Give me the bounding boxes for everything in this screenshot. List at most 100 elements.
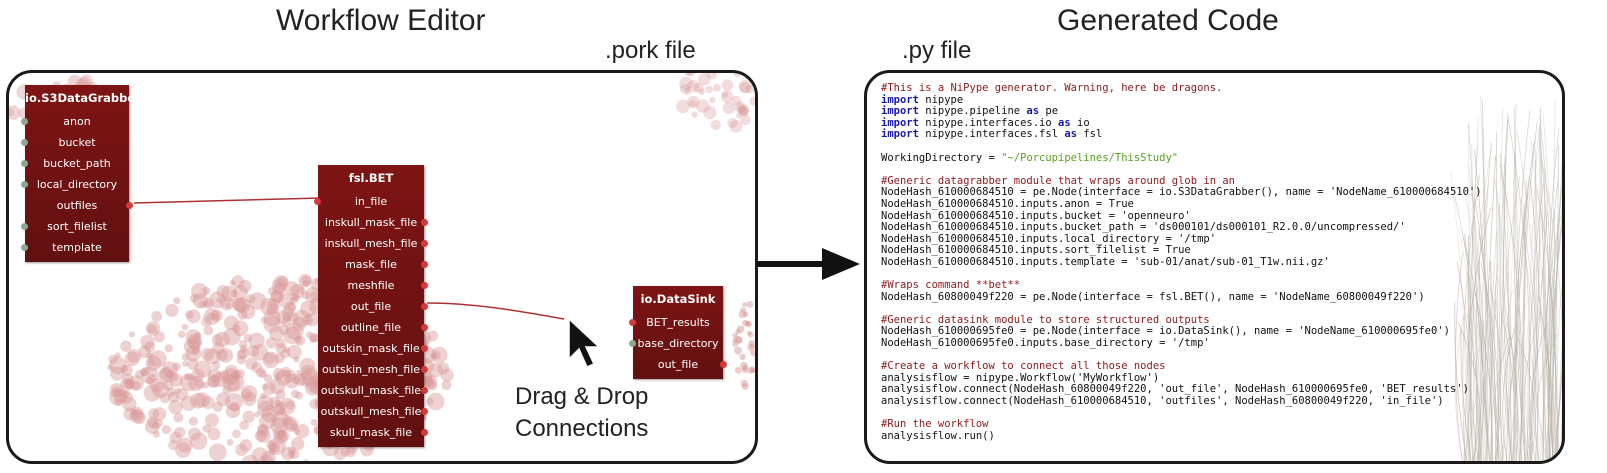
code-line: NodeHash_610000684510.inputs.bucket = 'o…: [881, 209, 1191, 222]
port-connector-icon[interactable]: [421, 240, 428, 247]
code-line: NodeHash_610000695fe0 = pe.Node(interfac…: [881, 325, 1450, 338]
py-file-label: .py file: [902, 37, 972, 64]
port-connector-icon[interactable]: [421, 429, 428, 436]
port-label: outskull_mask_file: [320, 384, 422, 397]
port-inskull-mesh-file[interactable]: inskull_mesh_file: [318, 233, 428, 254]
port-label: bucket: [58, 136, 96, 149]
port-connector-icon[interactable]: [21, 244, 28, 251]
code-line: [881, 164, 1482, 176]
link-outfiles-infile: [133, 197, 322, 204]
port-inskull-mask-file[interactable]: inskull_mask_file: [318, 212, 428, 233]
code-line: NodeHash_610000684510.inputs.sort_fileli…: [881, 244, 1191, 257]
port-local-directory[interactable]: local_directory: [21, 174, 129, 195]
drag-drop-line-1: Drag & Drop: [515, 383, 649, 410]
port-connector-icon[interactable]: [421, 219, 428, 226]
link-outfile-betresults: [426, 302, 565, 320]
port-base-directory[interactable]: base_directory: [629, 333, 723, 354]
code-line: import nipype.pipeline as pe: [881, 105, 1059, 118]
port-connector-icon[interactable]: [421, 303, 428, 310]
port-connector-icon[interactable]: [21, 160, 28, 167]
generated-code-panel[interactable]: #This is a NiPype generator. Warning, he…: [864, 70, 1565, 464]
port-label: inskull_mask_file: [324, 216, 418, 229]
node-title: io.DataSink: [640, 292, 716, 306]
port-connector-icon[interactable]: [421, 408, 428, 415]
port-meshfile[interactable]: meshfile: [318, 275, 428, 296]
port-connector-icon[interactable]: [314, 198, 321, 205]
port-outskin-mask-file[interactable]: outskin_mask_file: [318, 338, 428, 359]
port-label: outskin_mesh_file: [321, 363, 421, 376]
port-sort-filelist[interactable]: sort_filelist: [21, 216, 129, 237]
port-connector-icon[interactable]: [421, 345, 428, 352]
port-label: outfiles: [56, 199, 98, 212]
mouse-cursor-icon: [568, 317, 601, 368]
port-connector-icon[interactable]: [720, 361, 727, 368]
port-label: out_file: [657, 358, 699, 371]
port-outline-file[interactable]: outline_file: [318, 317, 428, 338]
port-connector-icon[interactable]: [21, 223, 28, 230]
port-connector-icon[interactable]: [629, 340, 636, 347]
code-line: analysisflow.connect(NodeHash_6100006845…: [881, 395, 1444, 408]
port-outskin-mesh-file[interactable]: outskin_mesh_file: [318, 359, 428, 380]
port-BET-results[interactable]: BET_results: [629, 312, 723, 333]
port-label: meshfile: [347, 279, 395, 292]
code-line: #Wraps command **bet**: [881, 279, 1021, 292]
port-connector-icon[interactable]: [21, 139, 28, 146]
port-label: anon: [63, 115, 91, 128]
port-connector-icon[interactable]: [421, 282, 428, 289]
code-line: analysisflow.run(): [881, 429, 995, 442]
port-label: in_file: [354, 195, 388, 208]
port-skull-mask-file[interactable]: skull_mask_file: [318, 422, 428, 443]
port-connector-icon[interactable]: [21, 181, 28, 188]
port-connector-icon[interactable]: [126, 202, 133, 209]
code-line: #Generic datagrabber module that wraps a…: [881, 174, 1236, 187]
port-connector-icon[interactable]: [21, 118, 28, 125]
code-title: Generated Code: [1057, 4, 1279, 37]
port-outfiles[interactable]: outfiles: [25, 195, 133, 216]
port-label: local_directory: [36, 178, 118, 191]
code-line: #This is a NiPype generator. Warning, he…: [881, 82, 1223, 94]
port-label: bucket_path: [43, 157, 111, 170]
code-line: WorkingDirectory = "~/Porcupipelines/Thi…: [881, 151, 1179, 164]
code-line: #Run the workflow: [881, 418, 989, 431]
port-connector-icon[interactable]: [629, 319, 636, 326]
port-label: out_file: [350, 300, 392, 313]
generate-arrow-icon: [756, 248, 860, 280]
port-template[interactable]: template: [21, 237, 129, 258]
port-label: base_directory: [637, 337, 719, 350]
port-out-file[interactable]: out_file: [633, 354, 727, 375]
code-line: analysisflow = nipype.Workflow('MyWorkfl…: [881, 371, 1160, 384]
port-mask-file[interactable]: mask_file: [318, 254, 428, 275]
port-bucket[interactable]: bucket: [21, 132, 129, 153]
code-line: NodeHash_60800049f220 = pe.Node(interfac…: [881, 290, 1425, 303]
port-label: outskull_mesh_file: [320, 405, 422, 418]
code-line: analysisflow.connect(NodeHash_60800049f2…: [881, 383, 1469, 396]
code-line: NodeHash_610000684510.inputs.bucket_path…: [881, 221, 1406, 234]
code-line: import nipype.interfaces.io as io: [881, 116, 1090, 129]
port-label: skull_mask_file: [329, 426, 413, 439]
port-label: outline_file: [340, 321, 402, 334]
code-line: import nipype.interfaces.fsl as fsl: [881, 128, 1103, 141]
port-label: inskull_mesh_file: [324, 237, 418, 250]
port-outskull-mask-file[interactable]: outskull_mask_file: [318, 380, 428, 401]
port-out-file[interactable]: out_file: [318, 296, 428, 317]
code-line: NodeHash_610000684510 = pe.Node(interfac…: [881, 186, 1482, 199]
port-connector-icon[interactable]: [421, 324, 428, 331]
drag-drop-line-2: Connections: [515, 415, 649, 442]
port-anon[interactable]: anon: [21, 111, 129, 132]
node-title: io.S3DataGrabber: [25, 91, 141, 105]
port-connector-icon[interactable]: [421, 387, 428, 394]
port-connector-icon[interactable]: [421, 366, 428, 373]
port-label: BET_results: [646, 316, 710, 329]
code-line: import nipype: [881, 93, 964, 106]
code-line: #Generic datasink module to store struct…: [881, 313, 1210, 326]
grass-decoration: [1450, 95, 1562, 461]
port-connector-icon[interactable]: [421, 261, 428, 268]
port-in-file[interactable]: in_file: [314, 191, 424, 212]
port-outskull-mesh-file[interactable]: outskull_mesh_file: [318, 401, 428, 422]
port-bucket-path[interactable]: bucket_path: [21, 153, 129, 174]
code-line: NodeHash_610000684510.inputs.anon = True: [881, 197, 1134, 210]
